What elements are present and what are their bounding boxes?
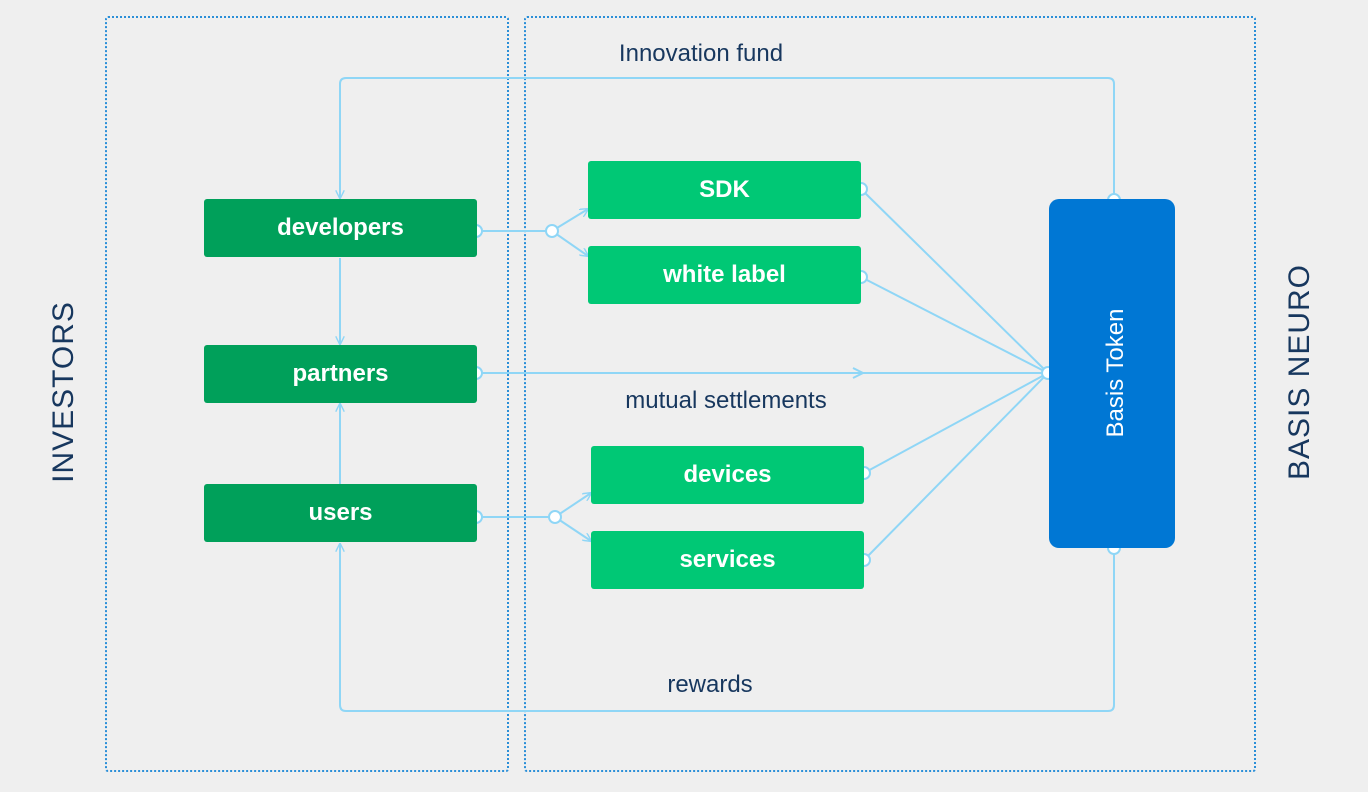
users-node: users (204, 484, 477, 542)
sdk-to-token-line (860, 188, 1049, 374)
developers-node: developers (204, 199, 477, 257)
white-label-node: white label (588, 246, 861, 304)
branch-to-devices-line (554, 493, 591, 518)
port-dot (545, 224, 559, 238)
rewards-label: rewards (667, 671, 753, 698)
rewards-line (340, 544, 1115, 712)
innovation-fund-line (340, 77, 1115, 200)
services-node: services (591, 531, 864, 589)
sdk-node: SDK (588, 161, 861, 219)
basis-token-node (1049, 199, 1175, 548)
port-dot (548, 510, 562, 524)
basis-neuro-group (524, 16, 1256, 772)
devices-node: devices (591, 446, 864, 504)
mutual-settlements-label: mutual settlements (625, 387, 827, 414)
investors-label: INVESTORS (47, 301, 80, 483)
branch-to-sdk-line (551, 209, 588, 232)
branch-to-white-label-line (551, 230, 588, 256)
devices-to-token-line (863, 372, 1049, 474)
basis-neuro-label: BASIS NEURO (1283, 263, 1316, 481)
investors-group (105, 16, 509, 772)
basis-token-label: Basis Token (1102, 308, 1129, 438)
partners-node: partners (204, 345, 477, 403)
white-label-to-token-line (860, 276, 1049, 374)
branch-to-services-line (554, 516, 591, 541)
services-to-token-line (863, 372, 1049, 561)
innovation-fund-label: Innovation fund (618, 40, 784, 67)
mutual-settlements-arrow (852, 367, 866, 379)
